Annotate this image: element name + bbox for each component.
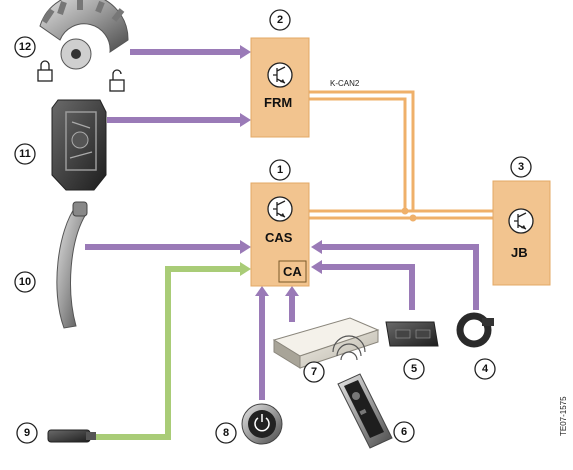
number-badge-8: 8 bbox=[215, 422, 237, 444]
lock-cylinder-image bbox=[39, 0, 129, 70]
k-can2-bus bbox=[309, 90, 493, 222]
svg-text:2: 2 bbox=[277, 14, 283, 26]
number-badge-3: 3 bbox=[510, 156, 532, 178]
number-badge-1: 1 bbox=[269, 159, 291, 181]
signal-line-green bbox=[96, 262, 251, 440]
figure-code: TE07-1575 bbox=[559, 396, 568, 436]
number-badge-12: 12 bbox=[14, 36, 36, 58]
lock-open-icon bbox=[109, 69, 125, 92]
door-lock-image bbox=[51, 99, 107, 191]
ca-label: CA bbox=[283, 264, 302, 279]
svg-text:1: 1 bbox=[277, 164, 283, 176]
signal-lines-purple bbox=[85, 45, 479, 400]
transistor-icon bbox=[267, 196, 293, 222]
number-badge-7: 7 bbox=[303, 361, 325, 383]
lock-closed-icon bbox=[37, 60, 53, 82]
number-badge-4: 4 bbox=[474, 358, 496, 380]
svg-text:5: 5 bbox=[411, 363, 417, 375]
svg-text:6: 6 bbox=[401, 426, 407, 438]
frm-module: FRM bbox=[250, 37, 310, 138]
number-badge-2: 2 bbox=[269, 9, 291, 31]
radio-wave-icon bbox=[332, 335, 366, 361]
svg-text:12: 12 bbox=[19, 41, 31, 53]
frm-label: FRM bbox=[264, 95, 292, 110]
transistor-icon bbox=[267, 62, 293, 88]
number-badge-11: 11 bbox=[14, 143, 36, 165]
svg-text:11: 11 bbox=[19, 148, 31, 160]
svg-text:4: 4 bbox=[482, 363, 489, 375]
antenna-image bbox=[47, 429, 96, 443]
key-fob-image bbox=[337, 373, 393, 449]
jb-label: JB bbox=[511, 245, 528, 260]
number-badge-10: 10 bbox=[14, 271, 36, 293]
switch-panel-image bbox=[385, 321, 439, 347]
transistor-icon bbox=[508, 208, 534, 234]
svg-text:7: 7 bbox=[311, 366, 317, 378]
door-handle-image bbox=[56, 201, 88, 329]
svg-text:8: 8 bbox=[223, 427, 229, 439]
cas-module: CAS CA bbox=[250, 182, 310, 287]
start-stop-button-image bbox=[241, 403, 283, 445]
cas-label: CAS bbox=[265, 230, 293, 245]
number-badge-5: 5 bbox=[403, 358, 425, 380]
bus-label: K-CAN2 bbox=[330, 79, 360, 88]
number-badge-6: 6 bbox=[393, 421, 415, 443]
svg-text:9: 9 bbox=[24, 427, 30, 439]
jb-module: JB bbox=[492, 180, 551, 286]
number-badge-9: 9 bbox=[16, 422, 38, 444]
svg-text:10: 10 bbox=[19, 276, 31, 288]
ring-antenna-image bbox=[456, 312, 494, 348]
svg-text:3: 3 bbox=[518, 161, 524, 173]
